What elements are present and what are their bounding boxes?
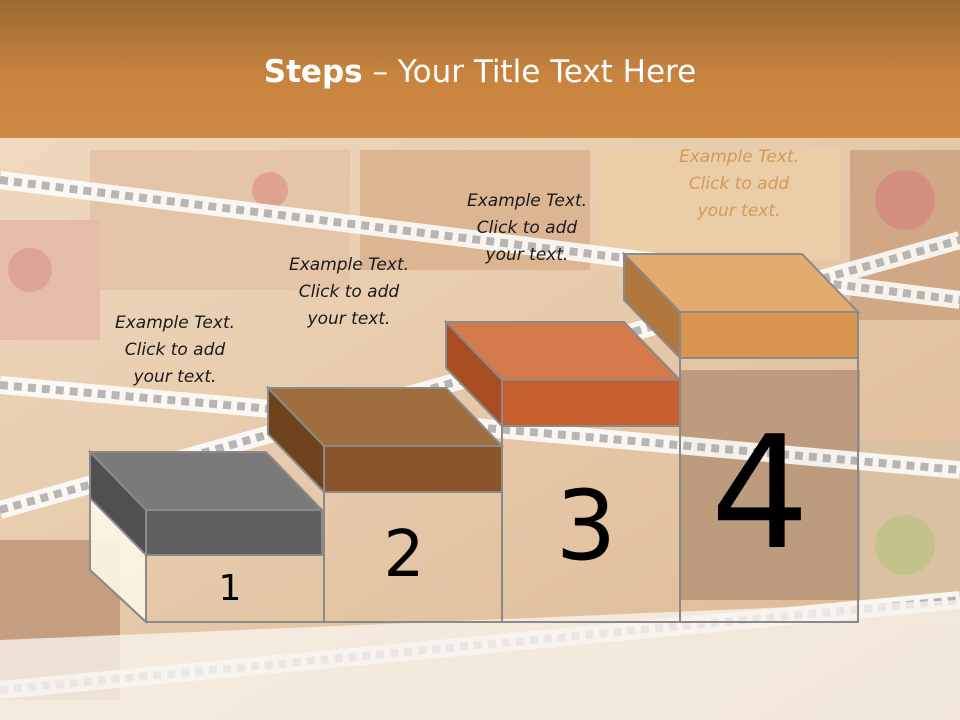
title-rest: – Your Title Text Here bbox=[362, 54, 697, 90]
step-number-2: 2 bbox=[383, 518, 425, 592]
title-bold: Steps bbox=[263, 54, 363, 90]
step-block-1 bbox=[87, 449, 325, 558]
step-label-4[interactable]: Example Text. Click to add your text. bbox=[678, 147, 800, 221]
step-number-1: 1 bbox=[218, 568, 242, 609]
step-block-2 bbox=[265, 385, 505, 495]
title-bar bbox=[0, 0, 960, 138]
step-label-2[interactable]: Example Text. Click to add your text. bbox=[288, 255, 410, 329]
step-block-3 bbox=[443, 319, 683, 429]
step-number-4: 4 bbox=[710, 402, 810, 584]
step-block-4 bbox=[621, 251, 861, 361]
step-label-3[interactable]: Example Text. Click to add your text. bbox=[466, 191, 588, 265]
step-number-3: 3 bbox=[555, 470, 617, 582]
step-label-1[interactable]: Example Text. Click to add your text. bbox=[114, 313, 236, 387]
slide-title[interactable]: Steps – Your Title Text Here bbox=[0, 54, 960, 90]
